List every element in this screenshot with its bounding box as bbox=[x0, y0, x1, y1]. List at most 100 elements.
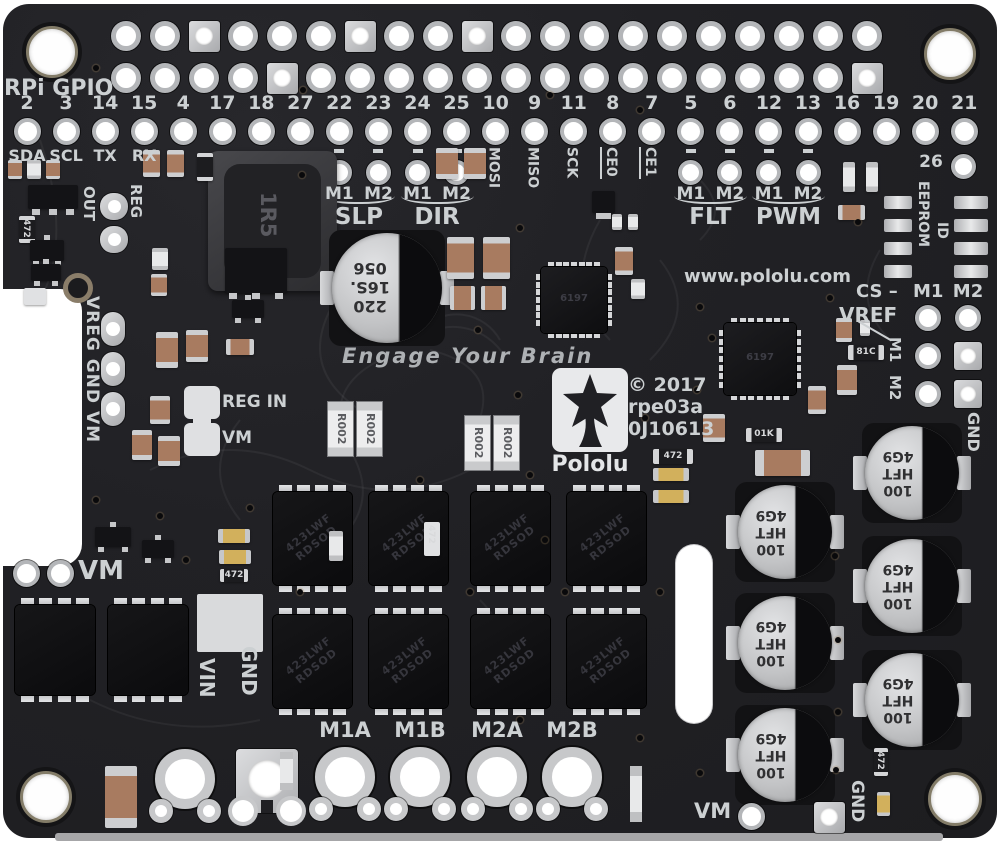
sense-resistor bbox=[465, 416, 490, 470]
id-label: ID bbox=[934, 222, 950, 239]
smd-black bbox=[848, 345, 884, 360]
via bbox=[562, 589, 568, 595]
gnd-pin-pad-hole bbox=[820, 808, 838, 826]
mosfet-chip bbox=[369, 615, 448, 708]
gpio-pin-number: 11 bbox=[560, 92, 587, 114]
capacitor-lead bbox=[853, 683, 867, 717]
smd-chip bbox=[28, 185, 78, 209]
smd-brown bbox=[151, 274, 167, 296]
smd-white bbox=[424, 522, 440, 556]
sense-resistor bbox=[357, 402, 382, 456]
gpio-breakout-hole bbox=[911, 117, 939, 145]
qfn-lead bbox=[792, 356, 801, 362]
smd-black bbox=[220, 569, 248, 582]
driver-ic-marking: 6197 bbox=[746, 352, 774, 363]
gpio-breakout-hole bbox=[794, 117, 822, 145]
smd-black bbox=[874, 748, 888, 776]
spi-pin-label: CE1 bbox=[641, 147, 658, 177]
board-bottom-edge bbox=[55, 833, 943, 841]
qfn-lead bbox=[757, 391, 763, 400]
via bbox=[694, 387, 700, 393]
gpio-pin-number: 18 bbox=[248, 92, 275, 114]
vm-pin-hole bbox=[46, 559, 74, 587]
qfn-lead bbox=[603, 312, 612, 319]
gpio-pin-number: 23 bbox=[365, 92, 392, 114]
via bbox=[542, 537, 548, 543]
gnd-bottom-left-label: GND bbox=[237, 646, 261, 696]
qfn-lead bbox=[765, 391, 772, 400]
header-pin-hole bbox=[150, 21, 180, 51]
header-pin-hole bbox=[579, 63, 609, 93]
board-edge-notch bbox=[0, 289, 82, 566]
gpio-pin-number: 21 bbox=[950, 92, 978, 114]
motor-terminal-small-hole bbox=[309, 797, 333, 821]
gnd-terminal-hole bbox=[248, 760, 286, 798]
motor-channel-label: M2 bbox=[364, 184, 393, 204]
smd-brown bbox=[158, 436, 180, 466]
power-rail-pad-hole bbox=[106, 402, 120, 416]
capacitor-marking-line: HFT bbox=[882, 465, 914, 481]
resistor-marking: 472 bbox=[426, 525, 436, 544]
header-pin-hole bbox=[111, 63, 141, 93]
jumper-tick bbox=[763, 149, 774, 153]
signal-group-label: FLT bbox=[689, 204, 732, 230]
gpio-breakout-hole bbox=[717, 159, 743, 185]
header-pin-hole bbox=[618, 63, 648, 93]
gpio-breakout-hole bbox=[521, 117, 549, 145]
qfn-lead bbox=[571, 329, 577, 338]
qfn-lead bbox=[578, 329, 585, 338]
via bbox=[833, 767, 839, 773]
smd-sot bbox=[95, 527, 131, 547]
jumper-tick bbox=[803, 149, 813, 153]
resistor-marking: 472 bbox=[663, 450, 683, 461]
via bbox=[93, 497, 99, 503]
gpio-breakout-hole bbox=[833, 117, 861, 145]
header-pin-hole bbox=[306, 21, 336, 51]
capacitor-marking-line: 100 bbox=[756, 764, 786, 780]
driver-ic bbox=[541, 267, 607, 333]
header-pin-pad-hole bbox=[195, 27, 213, 45]
capacitor-polarity-stripe bbox=[865, 426, 959, 520]
power-rail-pad-hole bbox=[106, 362, 120, 376]
chip-lead bbox=[229, 293, 237, 299]
smd-silver bbox=[280, 752, 293, 790]
id-eeprom-pad bbox=[954, 265, 988, 278]
motor-terminal-small-hole bbox=[536, 797, 560, 821]
smd-sot bbox=[30, 240, 64, 261]
smd-brown bbox=[615, 247, 633, 275]
qfn-lead bbox=[548, 262, 554, 271]
capacitor-marking-line: HFT bbox=[755, 524, 787, 540]
qfn-lead bbox=[536, 281, 545, 288]
gpio-breakout-hole bbox=[638, 117, 666, 145]
gpio-breakout-hole bbox=[405, 159, 430, 185]
vin-terminal-small-hole bbox=[197, 799, 221, 823]
smd-sot bbox=[142, 540, 174, 558]
capacitor-marking-line: HFT bbox=[755, 635, 787, 651]
pin-26-label: 26 bbox=[919, 152, 943, 172]
smd-brown bbox=[226, 339, 254, 355]
header-pin-hole bbox=[540, 63, 570, 93]
vm-pin-hole bbox=[737, 802, 765, 830]
capacitor-marking-line: HFT bbox=[882, 578, 914, 594]
smd-brown bbox=[150, 396, 170, 424]
reg-in-label: REG IN bbox=[222, 392, 288, 412]
resistor-marking: 81C bbox=[856, 346, 876, 357]
capacitor-marking-line: HFT bbox=[882, 692, 914, 708]
uart-pin-label: SCL bbox=[49, 146, 83, 165]
header-pin-hole bbox=[618, 21, 648, 51]
sot-lead bbox=[43, 259, 49, 264]
gpio-breakout-hole bbox=[208, 117, 236, 145]
smd-silver bbox=[631, 279, 645, 299]
gnd-terminal-notch bbox=[261, 800, 273, 813]
header-pin-hole bbox=[111, 21, 141, 51]
capacitor-marking-line: HFT bbox=[755, 747, 787, 763]
smd-brown bbox=[838, 205, 865, 220]
via bbox=[657, 589, 663, 595]
via bbox=[709, 335, 715, 341]
header-pin-pad-hole bbox=[858, 69, 876, 87]
qfn-lead bbox=[739, 318, 746, 327]
motor-channel-label: M1 bbox=[676, 184, 706, 204]
